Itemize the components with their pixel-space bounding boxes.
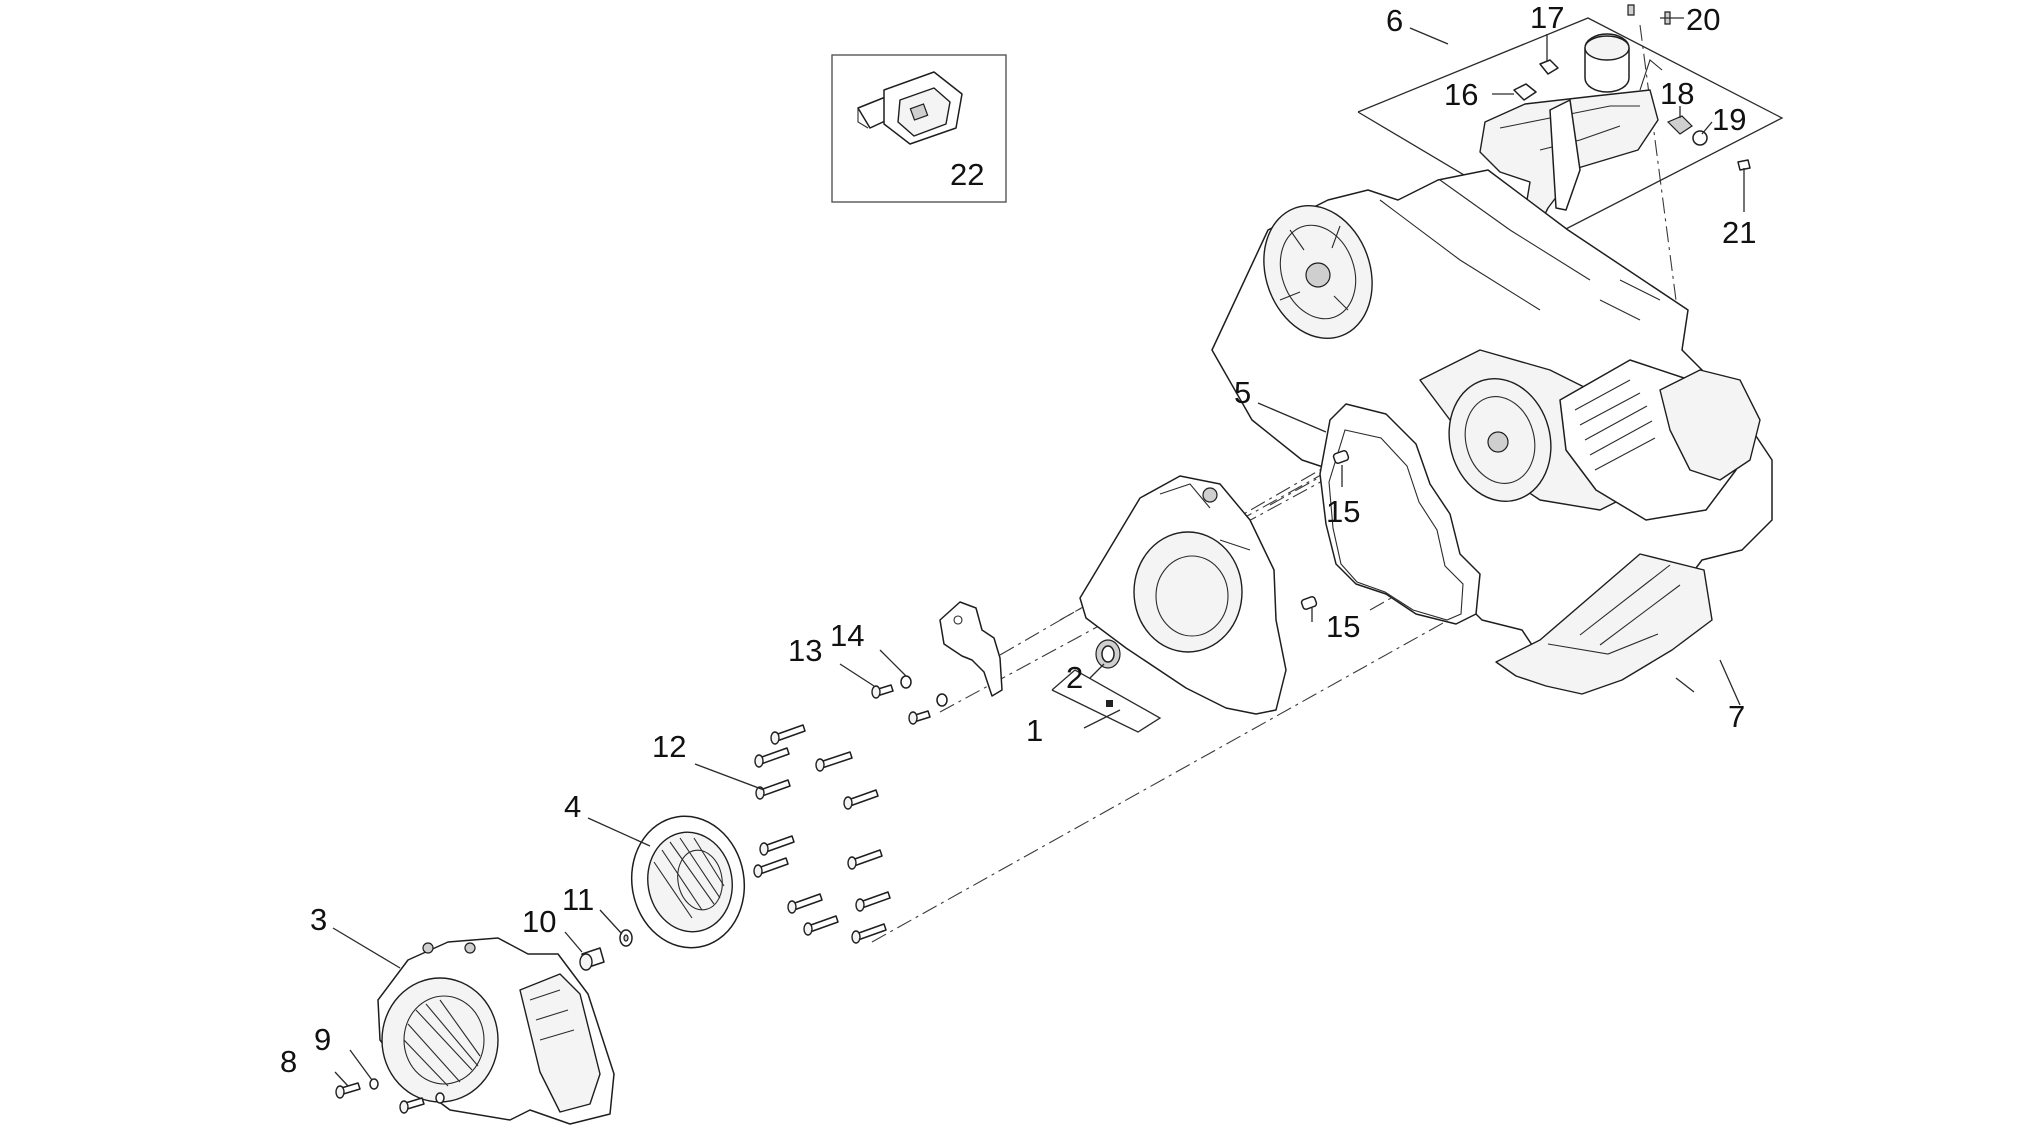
callout-20: 20 [1686, 2, 1720, 37]
callout-22: 22 [950, 157, 984, 192]
callout-8: 8 [280, 1044, 297, 1079]
group-frame-1 [1051, 669, 1162, 733]
callout-15b: 15 [1326, 609, 1360, 644]
callout-21: 21 [1722, 215, 1756, 250]
bracket-part-6 [1479, 33, 1663, 249]
callout-18: 18 [1660, 76, 1694, 111]
callout-10: 10 [522, 904, 556, 939]
fan-part-4 [630, 815, 746, 949]
callout-3: 3 [310, 902, 327, 937]
callout-6: 6 [1386, 3, 1403, 38]
callout-1: 1 [1026, 713, 1043, 748]
callout-7: 7 [1728, 699, 1745, 734]
bolt-washer-13-14 [871, 675, 948, 725]
callout-14: 14 [830, 618, 864, 653]
seal-part-2 [1095, 639, 1121, 669]
bolts-part-12 [753, 724, 891, 944]
cover-part-1 [1079, 475, 1287, 715]
callout-12: 12 [652, 729, 686, 764]
fan-cover-part-3 [377, 937, 615, 1125]
small-parts-16-21 [1513, 4, 1751, 171]
callout-11: 11 [562, 882, 594, 917]
screws-8-9 [335, 1078, 445, 1114]
nut-washer-10-11 [579, 929, 633, 971]
callout-4: 4 [564, 789, 581, 824]
gasket-part-5 [1300, 403, 1481, 625]
engine-block [1211, 169, 1773, 661]
callout-2: 2 [1066, 660, 1083, 695]
callout-17: 17 [1530, 0, 1564, 35]
callout-5: 5 [1234, 375, 1251, 410]
plug-part-1 [1106, 700, 1113, 707]
callout-9: 9 [314, 1022, 331, 1057]
callout-13: 13 [788, 633, 822, 668]
bracket-part-14 [939, 601, 1003, 697]
callout-15a: 15 [1326, 494, 1360, 529]
leader-lines [332, 17, 1745, 1087]
part-22-inset-box [831, 54, 1007, 203]
callout-19: 19 [1712, 102, 1746, 137]
guard-part-7 [1495, 553, 1713, 695]
sensor-part-22 [857, 71, 963, 145]
callout-16: 16 [1444, 77, 1478, 112]
callout-labels: 1 2 3 4 5 6 7 8 9 10 11 12 13 14 15 15 1… [280, 0, 1756, 1079]
